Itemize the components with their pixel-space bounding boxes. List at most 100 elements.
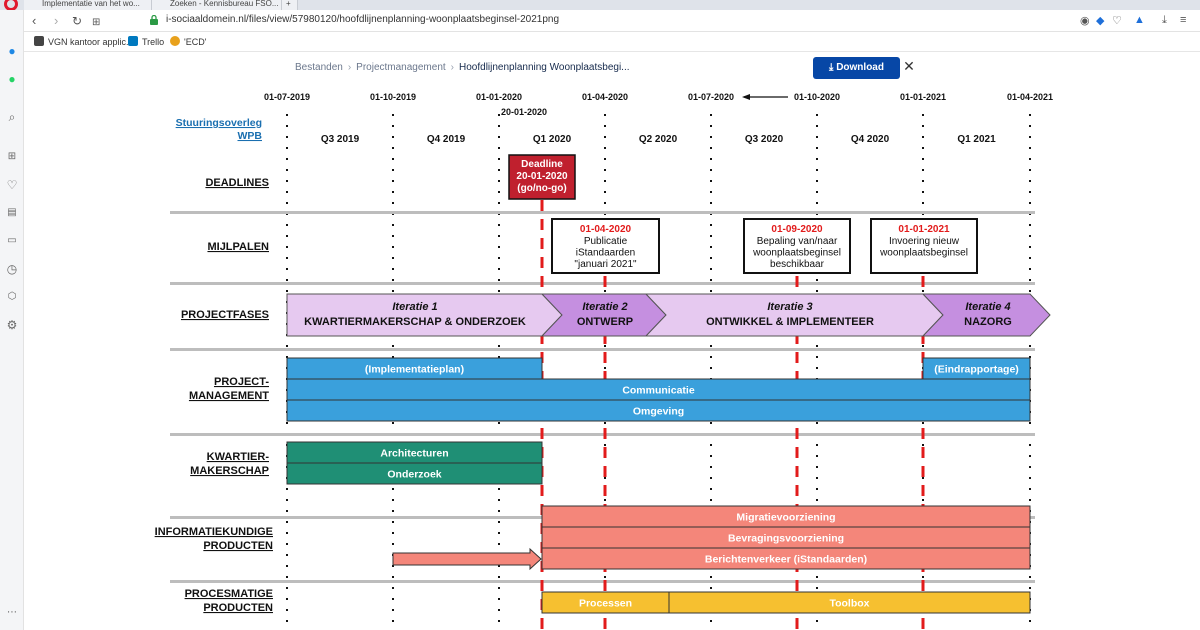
- row-separator-1: [170, 282, 1035, 285]
- row-label-km-2: MAKERSCHAP: [190, 465, 269, 477]
- info-berichtenverkeer-bar: [541, 547, 1031, 570]
- extension-icon[interactable]: ▲: [1134, 14, 1145, 26]
- menu-icon[interactable]: ≡: [1180, 14, 1187, 26]
- pm-communicatie-label: Communicatie: [622, 385, 695, 397]
- heart-icon[interactable]: ♡: [1112, 15, 1122, 27]
- milestone-text-2-1: woonplaatsbeginsel: [879, 248, 968, 259]
- arrow-head: [742, 94, 750, 100]
- speed-dial-icon[interactable]: ⊞: [7, 151, 17, 162]
- speed-dial-icon[interactable]: ⊞: [92, 17, 101, 28]
- news-icon[interactable]: ▤: [7, 207, 17, 218]
- date-label-5: 01-10-2020: [794, 92, 840, 102]
- quarter-label-0: Q3 2019: [321, 134, 360, 145]
- km-onderzoek-label: Onderzoek: [387, 469, 441, 481]
- breadcrumb-projectmanagement[interactable]: Projectmanagement: [356, 62, 446, 73]
- extensions-icon[interactable]: ⬡: [7, 291, 17, 302]
- download-icon[interactable]: ⤓: [1162, 14, 1167, 26]
- chevron-right-icon: ›: [450, 62, 455, 73]
- tab-strip: Implementatie van het wo... Zoeken - Ken…: [0, 0, 1200, 11]
- info-berichtenverkeer-label: Berichtenverkeer (iStandaarden): [705, 554, 867, 566]
- row-label-pm-1: PROJECT-: [214, 376, 269, 388]
- km-architecturen-label: Architecturen: [380, 448, 448, 460]
- chevron-right-icon: ›: [347, 62, 352, 73]
- tab-zoeken[interactable]: Zoeken - Kennisbureau FSO...: [152, 0, 282, 10]
- milestone-date-0: 01-04-2020: [580, 224, 632, 235]
- date-label-3: 01-04-2020: [582, 92, 628, 102]
- milestone-box-0: [551, 218, 660, 274]
- new-tab-button[interactable]: +: [282, 0, 298, 10]
- quarter-label-3: Q2 2020: [639, 134, 678, 145]
- stuurings-label: Stuuringsoverleg: [176, 117, 262, 129]
- info-arrow: [392, 547, 542, 571]
- bookmarks-bar: VGN kantoor applic... Trello 'ECD': [24, 32, 1200, 52]
- opera-logo-icon[interactable]: [4, 0, 18, 11]
- url-field[interactable]: i-sociaaldomein.nl/files/view/57980120/h…: [166, 14, 560, 25]
- browser-sidebar: ● ● ⌕ ⊞ ♡ ▤ ▭ ◷ ⬡ ⚙ ⋯: [0, 10, 24, 630]
- date-label-4: 01-07-2020: [688, 92, 734, 102]
- reload-icon[interactable]: ↻: [72, 14, 83, 28]
- shield-icon[interactable]: ◆: [1096, 15, 1105, 27]
- row-label-mijlpalen: MIJLPALEN: [207, 241, 269, 253]
- phase-title-2: Iteratie 3: [767, 301, 812, 313]
- date-label-0: 01-07-2019: [264, 92, 310, 102]
- row-separator-2: [170, 348, 1035, 351]
- search-icon[interactable]: ⌕: [8, 110, 16, 124]
- file-viewer-header: Bestanden › Projectmanagement › Hoofdlijnenp…: [24, 53, 1200, 83]
- whatsapp-icon[interactable]: ●: [8, 72, 16, 86]
- breadcrumb-current-file: Hoofdlijnenplanning Woonplaatsbegi...: [459, 62, 630, 73]
- km-onderzoek-bar: [286, 462, 543, 485]
- bookmark-label: Trello: [142, 37, 165, 47]
- close-icon[interactable]: ✕: [903, 58, 915, 74]
- bookmark-ecd[interactable]: 'ECD': [170, 36, 206, 47]
- row-separator-3: [170, 433, 1035, 436]
- milestone-text-1-2: beschikbaar: [770, 259, 825, 270]
- heart-icon[interactable]: ♡: [6, 178, 18, 192]
- messenger-icon[interactable]: ●: [8, 44, 16, 58]
- bookmark-vgn[interactable]: VGN kantoor applic...: [34, 36, 134, 47]
- date-label-1: 01-10-2019: [370, 92, 416, 102]
- breadcrumb: Bestanden › Projectmanagement › Hoofdlijnenp…: [295, 62, 630, 73]
- row-label-deadlines: DEADLINES: [205, 177, 269, 189]
- phase-title-0: Iteratie 1: [392, 301, 437, 313]
- milestone-date-1: 01-09-2020: [771, 224, 823, 235]
- more-icon[interactable]: ⋯: [7, 607, 17, 618]
- info-bevraging-label: Bevragingsvoorziening: [728, 533, 844, 545]
- deadline-text-2: (go/no-go): [517, 183, 566, 194]
- deadline-text-1: 20-01-2020: [516, 171, 568, 182]
- phase-title-1: Iteratie 2: [582, 301, 627, 313]
- deadline-box: [508, 154, 576, 200]
- download-icon: ⤓: [829, 62, 837, 73]
- bookmark-label: VGN kantoor applic...: [48, 37, 134, 47]
- tab-implementatie[interactable]: Implementatie van het wo...: [24, 0, 152, 10]
- row-separator-5: [170, 580, 1035, 583]
- download-button[interactable]: ⤓ Download: [813, 57, 900, 79]
- forward-icon[interactable]: ›: [54, 13, 59, 28]
- row-label-info-1: INFORMATIEKUNDIGE: [155, 526, 273, 538]
- milestone-text-0-1: iStandaarden: [576, 248, 636, 259]
- tabs-icon[interactable]: ▭: [7, 235, 17, 246]
- back-icon[interactable]: ‹: [32, 13, 37, 28]
- proc-processen-label: Processen: [579, 598, 632, 610]
- row-label-km-1: KWARTIER-: [207, 451, 270, 463]
- bookmark-trello[interactable]: Trello: [128, 36, 164, 47]
- phase-name-2: ONTWIKKEL & IMPLEMENTEER: [706, 316, 874, 328]
- history-icon[interactable]: ◷: [6, 262, 18, 276]
- quarter-label-1: Q4 2019: [427, 134, 466, 145]
- row-label-projectfases: PROJECTFASES: [181, 309, 269, 321]
- row-label-info-2: PRODUCTEN: [203, 540, 273, 552]
- quarter-label-6: Q1 2021: [957, 134, 996, 145]
- phase-chevron-3: [921, 293, 1051, 337]
- milestone-text-0-0: Publicatie: [584, 236, 628, 247]
- quarter-label-2: Q1 2020: [533, 134, 572, 145]
- settings-icon[interactable]: ⚙: [6, 318, 18, 332]
- lock-icon: [150, 15, 158, 25]
- breadcrumb-bestanden[interactable]: Bestanden: [295, 62, 343, 73]
- date-label-extra: 20-01-2020: [501, 107, 547, 117]
- camera-icon[interactable]: ◉: [1080, 15, 1090, 27]
- phase-title-3: Iteratie 4: [965, 301, 1010, 313]
- folder-icon: [34, 36, 44, 46]
- milestone-text-2-0: Invoering nieuw: [889, 236, 960, 247]
- bookmark-label: 'ECD': [184, 37, 207, 47]
